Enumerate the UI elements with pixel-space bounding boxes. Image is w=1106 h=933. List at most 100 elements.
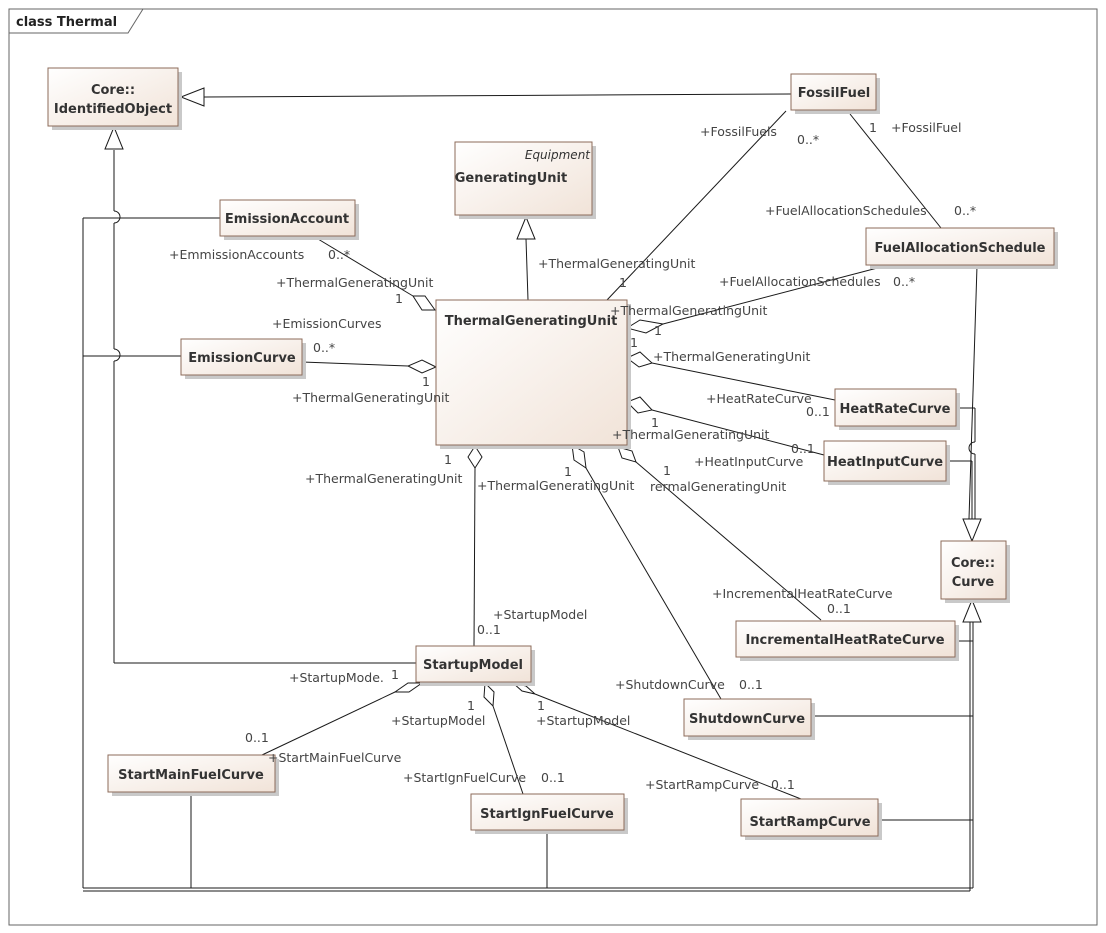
line-hop xyxy=(113,348,121,362)
class-fuelallocationschedule[interactable]: FuelAllocationSchedule xyxy=(865,227,1058,269)
multiplicity-label: 1 xyxy=(630,335,638,350)
heatratecurve-aggregation-line xyxy=(651,362,836,401)
class-name: FossilFuel xyxy=(798,86,870,101)
role-label: +StartupModel xyxy=(391,713,485,728)
multiplicity-label: 0..* xyxy=(893,274,915,289)
class-name: EmissionCurve xyxy=(188,351,296,366)
class-emissionaccount[interactable]: EmissionAccount xyxy=(219,199,359,240)
class-stereotype: Equipment xyxy=(525,148,591,162)
role-label: +ShutdownCurve xyxy=(615,677,725,692)
role-label: +HeatInputCurve xyxy=(694,454,804,469)
role-label: +FuelAllocationSchedules xyxy=(765,203,927,218)
class-name: IncrementalHeatRateCurve xyxy=(745,633,944,648)
class-name: FuelAllocationSchedule xyxy=(875,241,1046,256)
startrampcurve-aggregation-line xyxy=(534,693,802,800)
role-label: +StartIgnFuelCurve xyxy=(403,770,526,785)
class-startmainfuelcurve[interactable]: StartMainFuelCurve xyxy=(107,754,279,796)
class-name-line1: Core:: xyxy=(91,83,135,98)
class-name: HeatRateCurve xyxy=(840,402,951,417)
role-label: +ThermalGeneratingUnit xyxy=(305,471,463,486)
generalization-arrow xyxy=(179,87,205,107)
multiplicity-label: 0..* xyxy=(797,132,819,147)
multiplicity-label: 1 xyxy=(444,452,452,467)
class-startignfuelcurve[interactable]: StartIgnFuelCurve xyxy=(470,793,628,834)
role-label: +ThermalGeneratingUnit xyxy=(477,478,635,493)
aggregation-diamond xyxy=(393,682,424,693)
fuelallocationschedule-aggregation-line xyxy=(662,265,886,325)
multiplicity-label: 1 xyxy=(564,464,572,479)
class-name: HeatInputCurve xyxy=(827,455,943,470)
incrementalheatratecurve-aggregation-line xyxy=(635,461,822,621)
class-name-line2: IdentifiedObject xyxy=(54,102,172,117)
generalization-arrow xyxy=(516,215,536,240)
fossilfuel-generalization-line xyxy=(203,93,792,98)
association-labels: +FossilFuels 0..* 1 +FossilFuel +FuelAll… xyxy=(169,120,976,792)
role-label: +HeatRateCurve xyxy=(706,391,812,406)
multiplicity-label: 0..1 xyxy=(541,770,565,785)
role-label: +EmmissionAccounts xyxy=(169,247,304,262)
class-incrementalheatratecurve[interactable]: IncrementalHeatRateCurve xyxy=(735,620,959,661)
thermalgeneratingunit-generalization-line xyxy=(525,238,529,301)
aggregation-diamond xyxy=(617,446,637,463)
multiplicity-label: 0..1 xyxy=(791,441,815,456)
frame-title: class Thermal xyxy=(16,15,117,30)
multiplicity-label: 0..1 xyxy=(771,777,795,792)
multiplicity-label: 1 xyxy=(395,291,403,306)
multiplicity-label: 1 xyxy=(654,323,662,338)
aggregation-diamond xyxy=(571,444,587,470)
fossilfuel-fuelallocationschedule-association xyxy=(849,113,942,229)
startmainfuelcurve-aggregation-line xyxy=(261,691,396,756)
role-label: +IncrementalHeatRateCurve xyxy=(712,586,893,601)
class-name: ThermalGeneratingUnit xyxy=(445,314,618,329)
multiplicity-label: 1 xyxy=(651,415,659,430)
class-name: StartRampCurve xyxy=(749,815,870,830)
emissioncurve-aggregation-line xyxy=(301,361,409,367)
startupmodel-aggregation-line xyxy=(473,467,476,647)
class-name-line2: Curve xyxy=(952,575,995,590)
line-hop xyxy=(113,210,121,224)
role-label: +StartupModel xyxy=(536,713,630,728)
multiplicity-label: 1 xyxy=(467,698,475,713)
diagram-frame xyxy=(8,8,1098,926)
class-heatinputcurve[interactable]: HeatInputCurve xyxy=(823,440,950,485)
class-heatratecurve[interactable]: HeatRateCurve xyxy=(834,388,960,430)
role-label: +StartRampCurve xyxy=(645,777,759,792)
frame-tab xyxy=(9,8,144,34)
class-shutdowncurve[interactable]: ShutdownCurve xyxy=(683,698,815,740)
multiplicity-label: 1 xyxy=(422,374,430,389)
multiplicity-label: 1 xyxy=(869,120,877,135)
multiplicity-label: 0..1 xyxy=(245,730,269,745)
fuelallocationschedule-generalization-line xyxy=(968,265,978,520)
class-emissioncurve[interactable]: EmissionCurve xyxy=(180,338,306,379)
role-label: +StartupModel xyxy=(493,607,587,622)
role-label: +FossilFuel xyxy=(891,120,961,135)
connectors xyxy=(82,87,982,892)
multiplicity-label: 0..1 xyxy=(806,404,830,419)
class-generatingunit[interactable]: Equipment GeneratingUnit xyxy=(454,141,596,219)
class-core-curve[interactable]: Core:: Curve xyxy=(940,540,1010,603)
multiplicity-label: 0..* xyxy=(954,203,976,218)
role-label: +ThermalGeneratingUnit xyxy=(610,303,768,318)
multiplicity-label: 0..* xyxy=(328,247,350,262)
aggregation-diamond xyxy=(483,681,495,708)
class-name: EmissionAccount xyxy=(225,212,349,227)
class-startrampcurve[interactable]: StartRampCurve xyxy=(740,798,882,840)
class-fossilfuel[interactable]: FossilFuel xyxy=(790,73,880,114)
startignfuelcurve-aggregation-line xyxy=(492,705,524,795)
class-thermalgeneratingunit[interactable]: ThermalGeneratingUnit xyxy=(435,299,631,449)
role-label: +ThermalGeneratingUnit xyxy=(653,349,811,364)
fossilfuel-thermalgeneratingunit-association xyxy=(606,110,787,301)
multiplicity-label: 1 xyxy=(663,463,671,478)
generalization-arrow xyxy=(962,518,982,543)
multiplicity-label: 0..1 xyxy=(739,677,763,692)
shutdowncurve-aggregation-line xyxy=(585,467,722,700)
class-startupmodel[interactable]: StartupModel xyxy=(415,645,535,686)
aggregation-diamond xyxy=(406,359,438,374)
generalization-arrow xyxy=(962,598,982,623)
multiplicity-label: 1 xyxy=(537,698,545,713)
class-core-identifiedobject[interactable]: Core:: IdentifiedObject xyxy=(47,67,182,130)
role-label: +FossilFuels xyxy=(700,124,777,139)
aggregation-diamond xyxy=(626,351,653,368)
role-label: +ThermalGeneratingUnit xyxy=(538,256,696,271)
